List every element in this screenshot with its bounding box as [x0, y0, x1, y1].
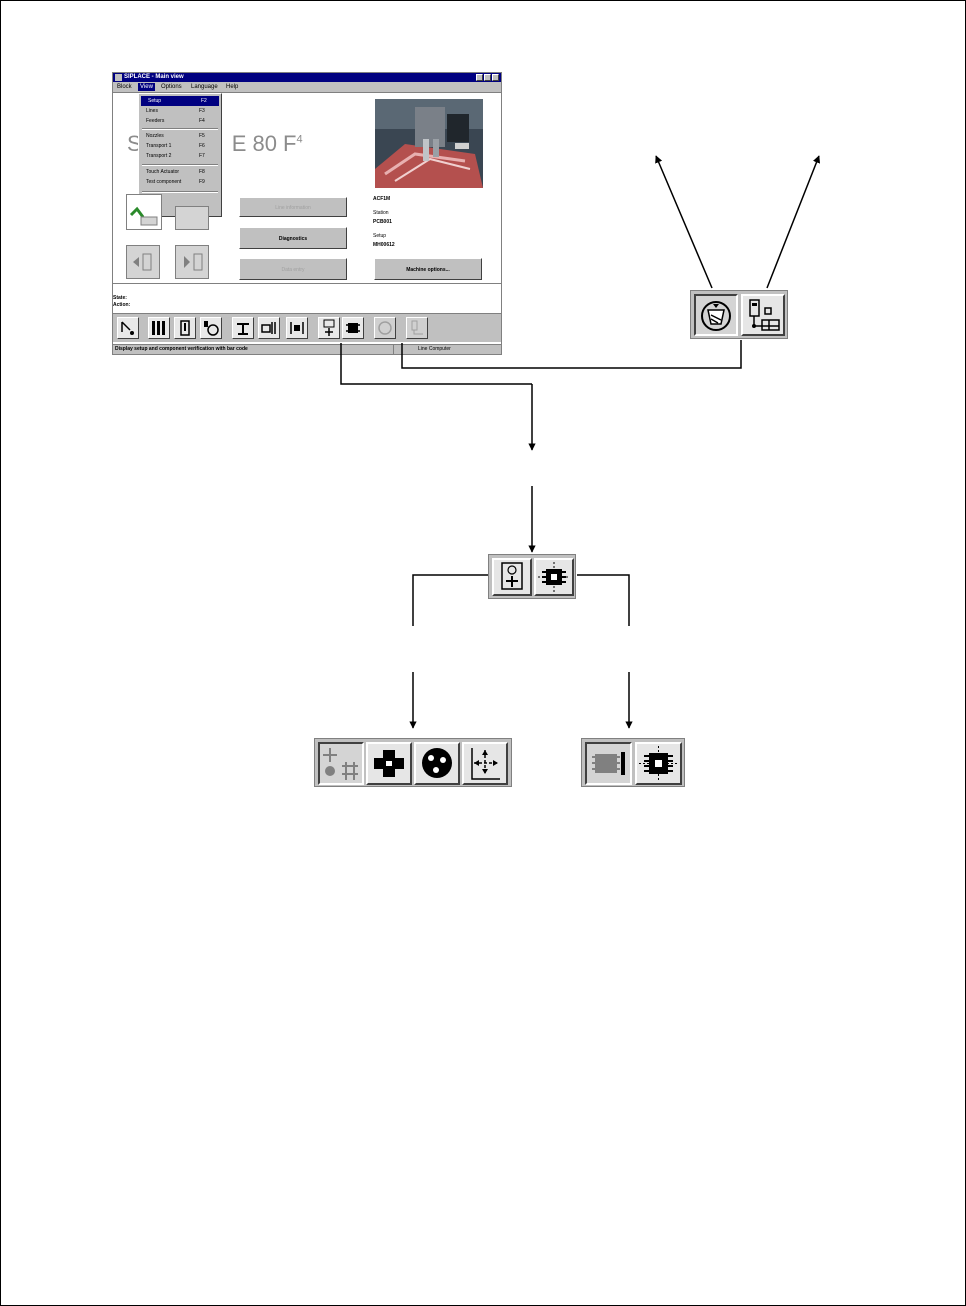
- pipette-icon[interactable]: [232, 317, 254, 339]
- menu-options[interactable]: Options: [161, 84, 182, 90]
- setup-verification-small-icon[interactable]: [318, 317, 340, 339]
- center-icon-group: [488, 554, 576, 599]
- setup-label: Setup: [373, 233, 387, 239]
- status-bar-divider: [393, 345, 394, 354]
- transport-icon[interactable]: [258, 317, 280, 339]
- arrow-up-right: [766, 155, 821, 289]
- branch-line-right: [577, 574, 630, 626]
- secondary-tile[interactable]: [175, 206, 209, 230]
- nozzle-changer-icon[interactable]: [200, 317, 222, 339]
- menu-view[interactable]: View: [138, 83, 155, 91]
- component-pie-icon[interactable]: [414, 742, 460, 785]
- dropdown-separator: [142, 164, 218, 166]
- component-verification-small-icon[interactable]: [342, 317, 364, 339]
- bottom-right-icon-group: [581, 738, 685, 787]
- left-navigation-tile[interactable]: [126, 245, 160, 279]
- component-cross-icon[interactable]: [366, 742, 412, 785]
- state-label: State:: [113, 295, 127, 301]
- sensor-calibration-icon[interactable]: [694, 294, 738, 336]
- window-system-icon[interactable]: [115, 74, 122, 81]
- bottom-left-icon-group: [314, 738, 512, 787]
- menu-language[interactable]: Language: [191, 84, 218, 90]
- main-view-window: SIPLACE - Main view Block View Options L…: [112, 72, 502, 355]
- sensor-small-icon: [374, 317, 396, 339]
- line-computer-small-icon: [406, 317, 428, 339]
- pointer-tool-icon[interactable]: [117, 317, 139, 339]
- component-grid-arrows-icon[interactable]: [462, 742, 508, 785]
- status-bar-text: Display setup and component verification…: [115, 346, 248, 352]
- right-navigation-tile[interactable]: [175, 245, 209, 279]
- window-toolbar: [113, 313, 501, 342]
- line-computer-icon[interactable]: [741, 294, 785, 336]
- status-tile[interactable]: [126, 194, 162, 230]
- top-right-icon-group: [690, 290, 788, 339]
- arrow-up-left: [655, 155, 713, 289]
- station-value: PCB001: [373, 219, 392, 225]
- conveyor-icon[interactable]: [286, 317, 308, 339]
- chip-crosshair-icon[interactable]: [635, 742, 682, 785]
- window-divider: [113, 283, 501, 284]
- close-icon[interactable]: [492, 74, 499, 81]
- window-title: SIPLACE - Main view: [124, 74, 184, 80]
- window-status-bar: Display setup and component verification…: [113, 344, 501, 354]
- action-label: Action:: [113, 302, 131, 308]
- setup-verification-icon[interactable]: [492, 558, 532, 596]
- dropdown-separator: [142, 191, 218, 193]
- machine-photo: [375, 99, 483, 188]
- connector-line: [401, 340, 742, 369]
- setup-value: MH00612: [373, 242, 395, 248]
- minimize-icon[interactable]: [476, 74, 483, 81]
- state-action-area: State: Action:: [113, 295, 130, 309]
- menu-block[interactable]: Block: [117, 84, 132, 90]
- menu-bar: Block View Options Language Help: [113, 82, 501, 93]
- chip-gray-icon[interactable]: [585, 742, 632, 785]
- single-feeder-icon[interactable]: [174, 317, 196, 339]
- menu-help[interactable]: Help: [226, 84, 239, 90]
- diagnostics-button[interactable]: Diagnostics: [239, 227, 347, 249]
- dropdown-separator: [142, 128, 218, 130]
- station-label: Station: [373, 210, 389, 216]
- data-entry-button[interactable]: Data entry: [239, 258, 347, 280]
- feeder-table-icon[interactable]: [148, 317, 170, 339]
- grid-crosshair-icon[interactable]: [318, 742, 364, 785]
- status-bar-right-text: Line Computer: [418, 346, 451, 352]
- window-title-bar: SIPLACE - Main view: [113, 73, 501, 82]
- maximize-icon[interactable]: [484, 74, 491, 81]
- machine-options-button[interactable]: Machine options...: [374, 258, 482, 280]
- line-information-button[interactable]: Line information: [239, 197, 347, 217]
- station-id: ACF1M: [373, 196, 391, 202]
- component-verification-icon[interactable]: [534, 558, 574, 596]
- connector-line: [340, 343, 532, 385]
- branch-line-left: [412, 574, 489, 626]
